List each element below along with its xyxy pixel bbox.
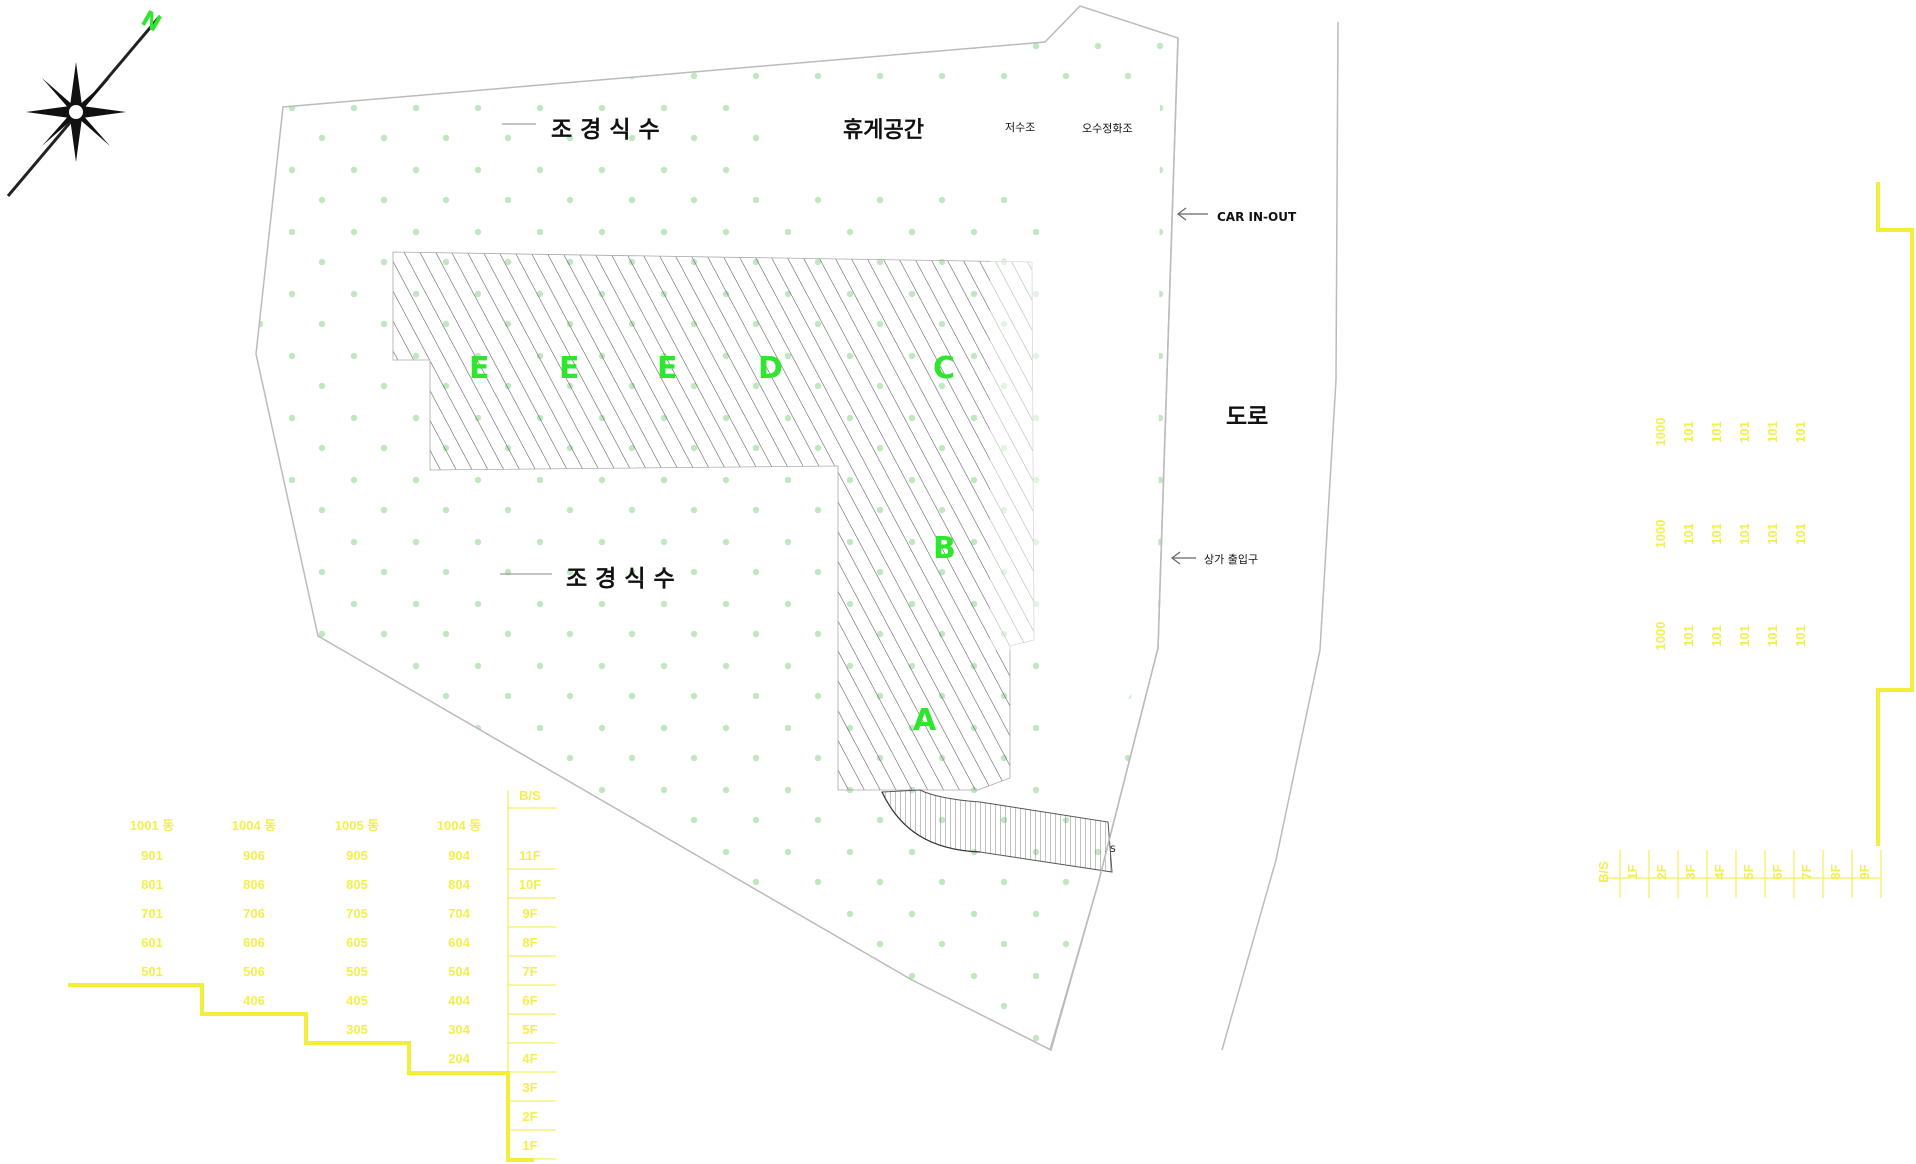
rest-area-label: 휴게공간: [843, 118, 924, 143]
schedule-left-cell: 801: [141, 877, 163, 892]
schedule-right-floor: 7F: [1799, 864, 1814, 879]
schedule-left-cell: 904: [448, 848, 470, 863]
road-label: 도로: [1226, 404, 1268, 430]
schedule-left-cell: 404: [448, 993, 470, 1008]
schedule-right-floor: 6F: [1770, 864, 1785, 879]
schedule-left-cell: 704: [448, 906, 470, 921]
car-inout-label: CAR IN-OUT: [1217, 210, 1297, 224]
schedule-left-cell: 805: [346, 877, 368, 892]
schedule-right-cell: 101: [1737, 523, 1752, 545]
schedule-right-cell: 101: [1793, 421, 1808, 443]
schedule-right-floor: 5F: [1741, 864, 1756, 879]
schedule-right-floor: 8F: [1828, 864, 1843, 879]
schedule-right-cell: 101: [1681, 523, 1696, 545]
landscape-label-center: 조 경 식 수: [566, 566, 675, 592]
schedule-right-cell: 101: [1737, 625, 1752, 647]
shop-entrance-arrow-icon: [1171, 551, 1196, 565]
schedule-right-cell: 101: [1709, 523, 1724, 545]
schedule-right-cell: 1000: [1653, 622, 1668, 651]
shop-entrance-label: 상가 출입구: [1204, 553, 1258, 566]
schedule-left-cell: 506: [243, 964, 265, 979]
schedule-left-header: 1001 동: [130, 818, 175, 833]
schedule-right-cell: 101: [1765, 523, 1780, 545]
schedule-right-floor: 2F: [1654, 864, 1669, 879]
schedule-left-cell: 1F: [522, 1138, 537, 1153]
schedule-left-cell: 806: [243, 877, 265, 892]
schedule-right-cell: 1000: [1653, 520, 1668, 549]
building-label-e1: E: [469, 351, 490, 386]
building-label-c: C: [933, 351, 955, 386]
schedule-left-cell: 905: [346, 848, 368, 863]
unit-schedule-right: 1000 101 101 101 101 101 1000 101 101 101 101 101 10…: [1596, 418, 1882, 898]
road-edge-left: [1049, 37, 1179, 1051]
schedule-left-cell: 4F: [522, 1051, 537, 1066]
schedule-right-cell: 101: [1709, 625, 1724, 647]
schedule-left-cell: 604: [448, 935, 470, 950]
schedule-left-cell: 3F: [522, 1080, 537, 1095]
schedule-left-cell: 901: [141, 848, 163, 863]
schedule-left-cell: 8F: [522, 935, 537, 950]
schedule-left-cell: 505: [346, 964, 368, 979]
compass-rose-icon: [6, 15, 162, 197]
rest-area-zone: [770, 92, 1160, 820]
schedule-left-cell: 204: [448, 1051, 470, 1066]
schedule-right-cell: 101: [1793, 625, 1808, 647]
schedule-left-stepline: [68, 983, 534, 1162]
schedule-right-floor: 9F: [1857, 864, 1872, 879]
ramp-mark: S: [1110, 845, 1116, 855]
schedule-left-cell: 906: [243, 848, 265, 863]
schedule-right-cell: 101: [1765, 625, 1780, 647]
schedule-right-cell: 101: [1793, 523, 1808, 545]
car-inout-arrow-icon: [1177, 207, 1208, 221]
schedule-left-cell: 305: [346, 1022, 368, 1037]
schedule-left-cell: 9F: [522, 906, 537, 921]
schedule-right-floor: B/S: [1596, 861, 1611, 883]
schedule-left-cell: 706: [243, 906, 265, 921]
schedule-left-cell: 701: [141, 906, 163, 921]
schedule-left-cell: 5F: [522, 1022, 537, 1037]
schedule-left-cell: 605: [346, 935, 368, 950]
water-tank-label: 저수조: [1005, 121, 1035, 134]
schedule-right-cell: 101: [1765, 421, 1780, 443]
schedule-right-cell: 101: [1737, 421, 1752, 443]
schedule-right-stepline: [1876, 182, 1914, 846]
building-label-b: B: [933, 531, 956, 566]
schedule-left-cell: 7F: [522, 964, 537, 979]
building-label-e3: E: [657, 351, 678, 386]
schedule-left-cell: 406: [243, 993, 265, 1008]
schedule-left-cell: 10F: [519, 877, 541, 892]
schedule-left-cell: 405: [346, 993, 368, 1008]
schedule-left-cell: 2F: [522, 1109, 537, 1124]
schedule-left-cell: 601: [141, 935, 163, 950]
building-label-a: A: [913, 703, 937, 738]
septic-tank-label: 오수정화조: [1082, 122, 1133, 135]
schedule-left-header: 1004 동: [437, 818, 482, 833]
schedule-right-cell: 101: [1709, 421, 1724, 443]
schedule-left-header: B/S: [519, 788, 541, 803]
schedule-left-cell: 705: [346, 906, 368, 921]
schedule-right-floor: 4F: [1712, 864, 1727, 879]
north-label: N: [137, 6, 165, 37]
schedule-right-floor: 1F: [1625, 864, 1640, 879]
schedule-right-cell: 101: [1681, 625, 1696, 647]
schedule-right-cell: 1000: [1653, 418, 1668, 447]
unit-schedule-left: 1001 동 1004 동 1005 동 1004 동 B/S 901 906 905 904 1…: [130, 788, 556, 1160]
schedule-left-header: 1004 동: [232, 818, 277, 833]
schedule-left-cell: 804: [448, 877, 470, 892]
schedule-left-cell: 501: [141, 964, 163, 979]
schedule-left-cell: 11F: [519, 848, 541, 863]
building-label-e2: E: [559, 351, 580, 386]
schedule-left-cell: 6F: [522, 993, 537, 1008]
schedule-left-header: 1005 동: [335, 818, 380, 833]
schedule-left-cell: 606: [243, 935, 265, 950]
schedule-right-cell: 101: [1681, 421, 1696, 443]
schedule-right-floor: 3F: [1683, 864, 1698, 879]
schedule-left-cell: 504: [448, 964, 470, 979]
schedule-left-cell: 304: [448, 1022, 470, 1037]
landscape-label-top: 조 경 식 수: [551, 117, 660, 143]
building-label-d: D: [758, 351, 783, 386]
road-edge-right: [1221, 21, 1339, 1051]
